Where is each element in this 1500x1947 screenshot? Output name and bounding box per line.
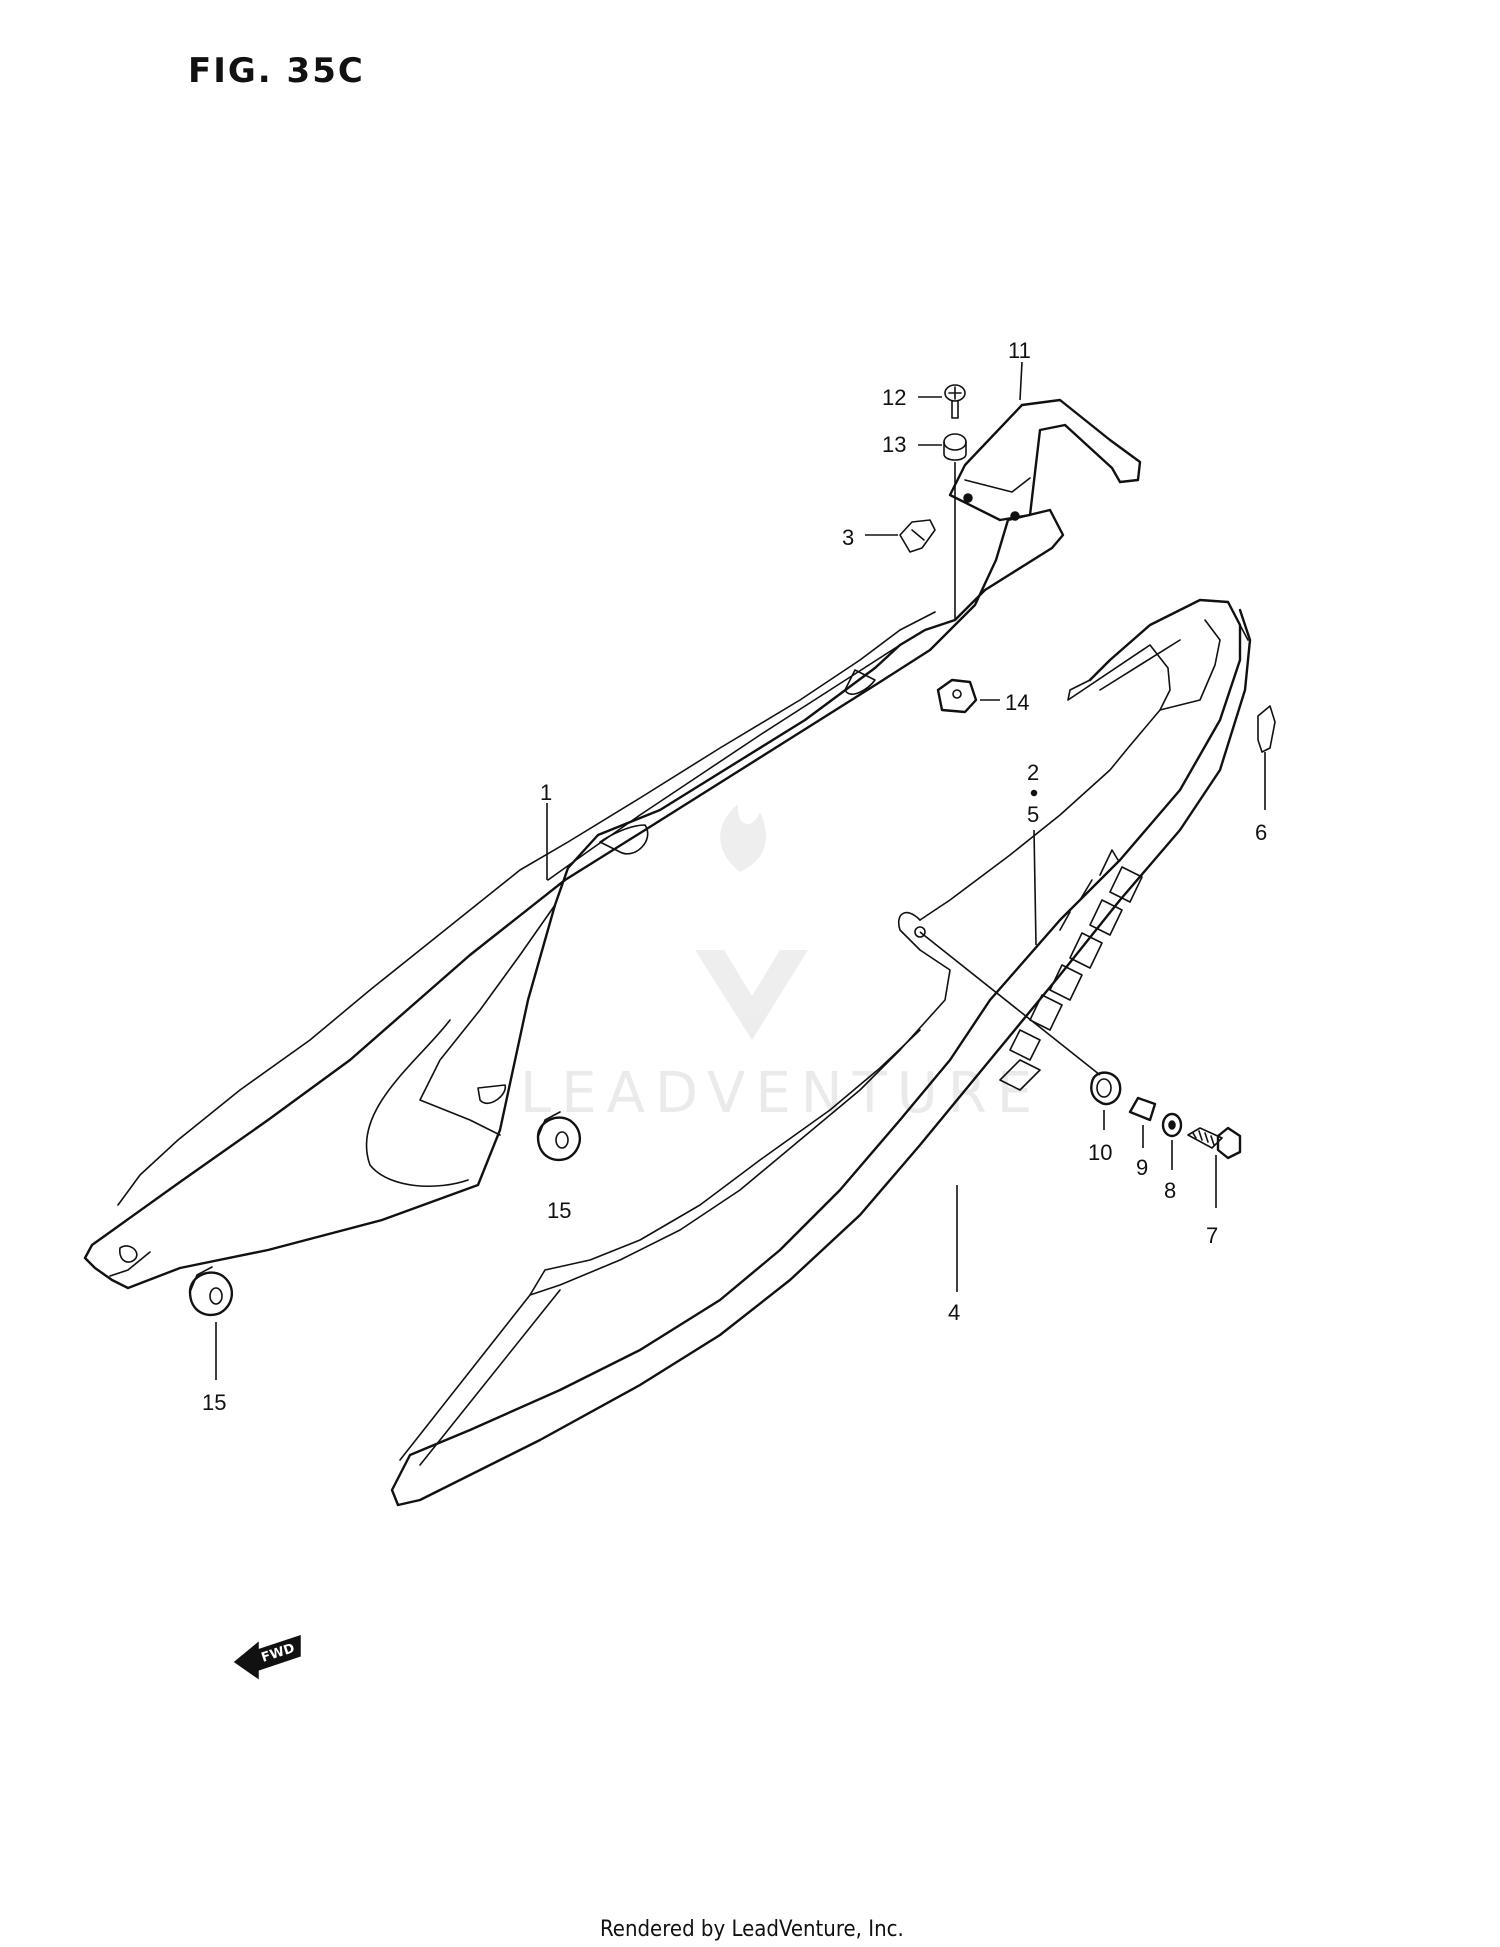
fwd-arrow-icon: FWD xyxy=(233,1634,301,1680)
part-14-nut: 14 xyxy=(936,678,1029,715)
part-3-clip: 3 xyxy=(842,519,936,553)
callout-9: 9 xyxy=(1136,1155,1148,1180)
part-13-grommet: 13 xyxy=(882,432,967,461)
callout-3: 3 xyxy=(842,525,854,550)
part-12-screw: 12 xyxy=(882,384,966,419)
callout-10: 10 xyxy=(1088,1140,1112,1165)
watermark-text: LEADVENTURE xyxy=(520,1061,1042,1126)
part-11-cover-bracket: 11 xyxy=(948,338,1142,522)
callout-5: 5 xyxy=(1027,802,1039,827)
callout-2-5: 2 5 xyxy=(1027,760,1039,946)
part-4-right-frame-cover: 4 xyxy=(390,598,1252,1507)
footer-credit: Rendered by LeadVenture, Inc. xyxy=(600,1917,904,1942)
callout-2: 2 xyxy=(1027,760,1039,785)
callout-7: 7 xyxy=(1206,1223,1218,1248)
callout-14: 14 xyxy=(1005,690,1029,715)
part-6-emblem-piece: 6 xyxy=(1255,705,1276,845)
part-15-cushion-lower: 15 xyxy=(188,1266,233,1415)
watermark-v-icon xyxy=(695,950,808,1040)
callout-15-upper: 15 xyxy=(547,1198,571,1223)
part-8-washer: 8 xyxy=(1161,1112,1183,1203)
part-10-grommet: 10 xyxy=(1088,1071,1122,1165)
callout-12: 12 xyxy=(882,385,906,410)
callout-11: 11 xyxy=(1008,338,1031,363)
part-1-left-frame-cover: 1 xyxy=(83,508,1065,1290)
part-7-bolt: 7 xyxy=(1187,1126,1242,1248)
callout-15-lower: 15 xyxy=(202,1390,226,1415)
emblem-logo xyxy=(999,849,1143,1091)
watermark: LEADVENTURE xyxy=(520,804,1042,1126)
part-9-collar: 9 xyxy=(1128,1096,1157,1180)
callout-4: 4 xyxy=(948,1300,960,1325)
assembly-line-7-10 xyxy=(919,931,1101,1076)
callout-8: 8 xyxy=(1164,1178,1176,1203)
figure-title: FIG. 35C xyxy=(188,51,365,91)
callout-13: 13 xyxy=(882,432,906,457)
part-15-cushion-upper: 15 xyxy=(536,1111,581,1223)
callout-1: 1 xyxy=(540,780,552,805)
callout-6: 6 xyxy=(1255,820,1267,845)
watermark-flame-icon xyxy=(720,804,766,872)
